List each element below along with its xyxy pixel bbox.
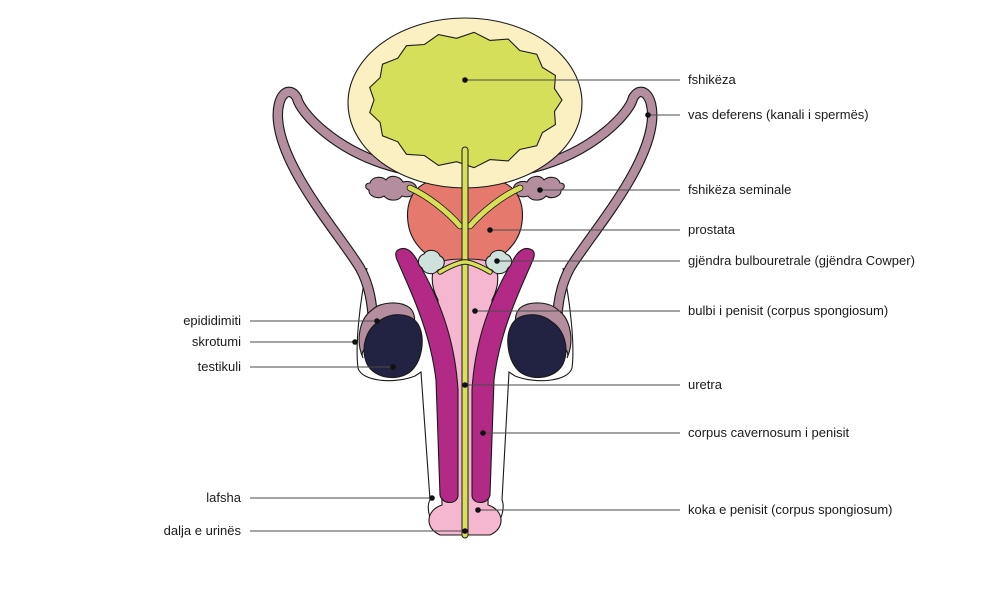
label-urethra: uretra (688, 377, 723, 392)
label-vas-deferens: vas deferens (kanali i spermës) (688, 107, 869, 122)
label-bulb: bulbi i penisit (corpus spongiosum) (688, 303, 888, 318)
bladder (347, 17, 583, 189)
label-cavernosum: corpus cavernosum i penisit (688, 425, 850, 440)
bulbourethral-gland-left (417, 249, 445, 275)
testis-left-group (358, 302, 423, 379)
labels-right: fshikëza vas deferens (kanali i spermës)… (688, 72, 915, 517)
label-seminal-vesicle: fshikëza seminale (688, 182, 791, 197)
label-testis: testikuli (198, 359, 241, 374)
vas-deferens (272, 86, 658, 324)
seminal-vesicle-left (365, 175, 417, 201)
labels-left: epididimiti skrotumi testikuli lafsha da… (164, 313, 242, 538)
testis-right (507, 314, 567, 379)
ejaculatory-ducts (406, 184, 524, 230)
seminal-vesicles (365, 175, 565, 201)
urethra (437, 146, 493, 539)
label-bulbourethral: gjëndra bulbouretrale (gjëndra Cowper) (688, 253, 915, 268)
bladder-inner (369, 31, 563, 169)
testis-right-group (507, 302, 572, 379)
label-scrotum: skrotumi (192, 334, 241, 349)
label-prostate: prostata (688, 222, 736, 237)
testis-left (363, 314, 423, 379)
label-urethral-opening: dalja e urinës (164, 523, 242, 538)
label-foreskin: lafsha (206, 490, 241, 505)
label-bladder: fshikëza (688, 72, 736, 87)
leader-lines (250, 77, 680, 534)
label-epididymis: epididimiti (183, 313, 241, 328)
label-glans: koka e penisit (corpus spongiosum) (688, 502, 893, 517)
